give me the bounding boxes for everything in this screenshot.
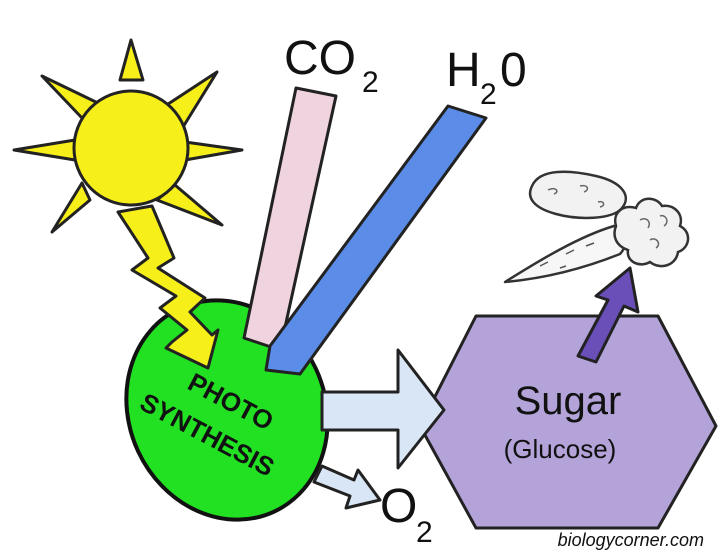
co2-subscript: 2: [362, 66, 379, 99]
sun-icon: [12, 38, 244, 234]
lightning-bolt-icon: [116, 204, 220, 370]
h2o-h-text: H: [446, 44, 481, 97]
o2-label: O 2: [380, 480, 433, 549]
up-arrow: [576, 266, 640, 364]
sun-disc: [72, 89, 190, 207]
o2-subscript: 2: [416, 516, 433, 549]
sun-ray: [12, 138, 77, 162]
sun-ray: [118, 38, 145, 82]
h2o-label: H 2 0: [446, 44, 527, 111]
potato-icon: [528, 170, 628, 220]
co2-label: CO 2: [284, 32, 379, 99]
o2-arrow: [312, 464, 382, 510]
h2o-subscript: 2: [480, 78, 497, 111]
o2-text: O: [380, 480, 417, 533]
h2o-arrow: [264, 104, 488, 376]
sun-ray: [183, 140, 244, 162]
product-arrow: [320, 348, 446, 470]
co2-text: CO: [284, 32, 356, 85]
carrot-icon: [503, 197, 690, 284]
glucose-text: (Glucose): [504, 434, 617, 464]
watermark-text: biologycorner.com: [558, 530, 704, 550]
sugar-text: Sugar: [515, 379, 622, 423]
sun-ray: [50, 181, 92, 234]
h2o-o-text: 0: [500, 44, 527, 97]
